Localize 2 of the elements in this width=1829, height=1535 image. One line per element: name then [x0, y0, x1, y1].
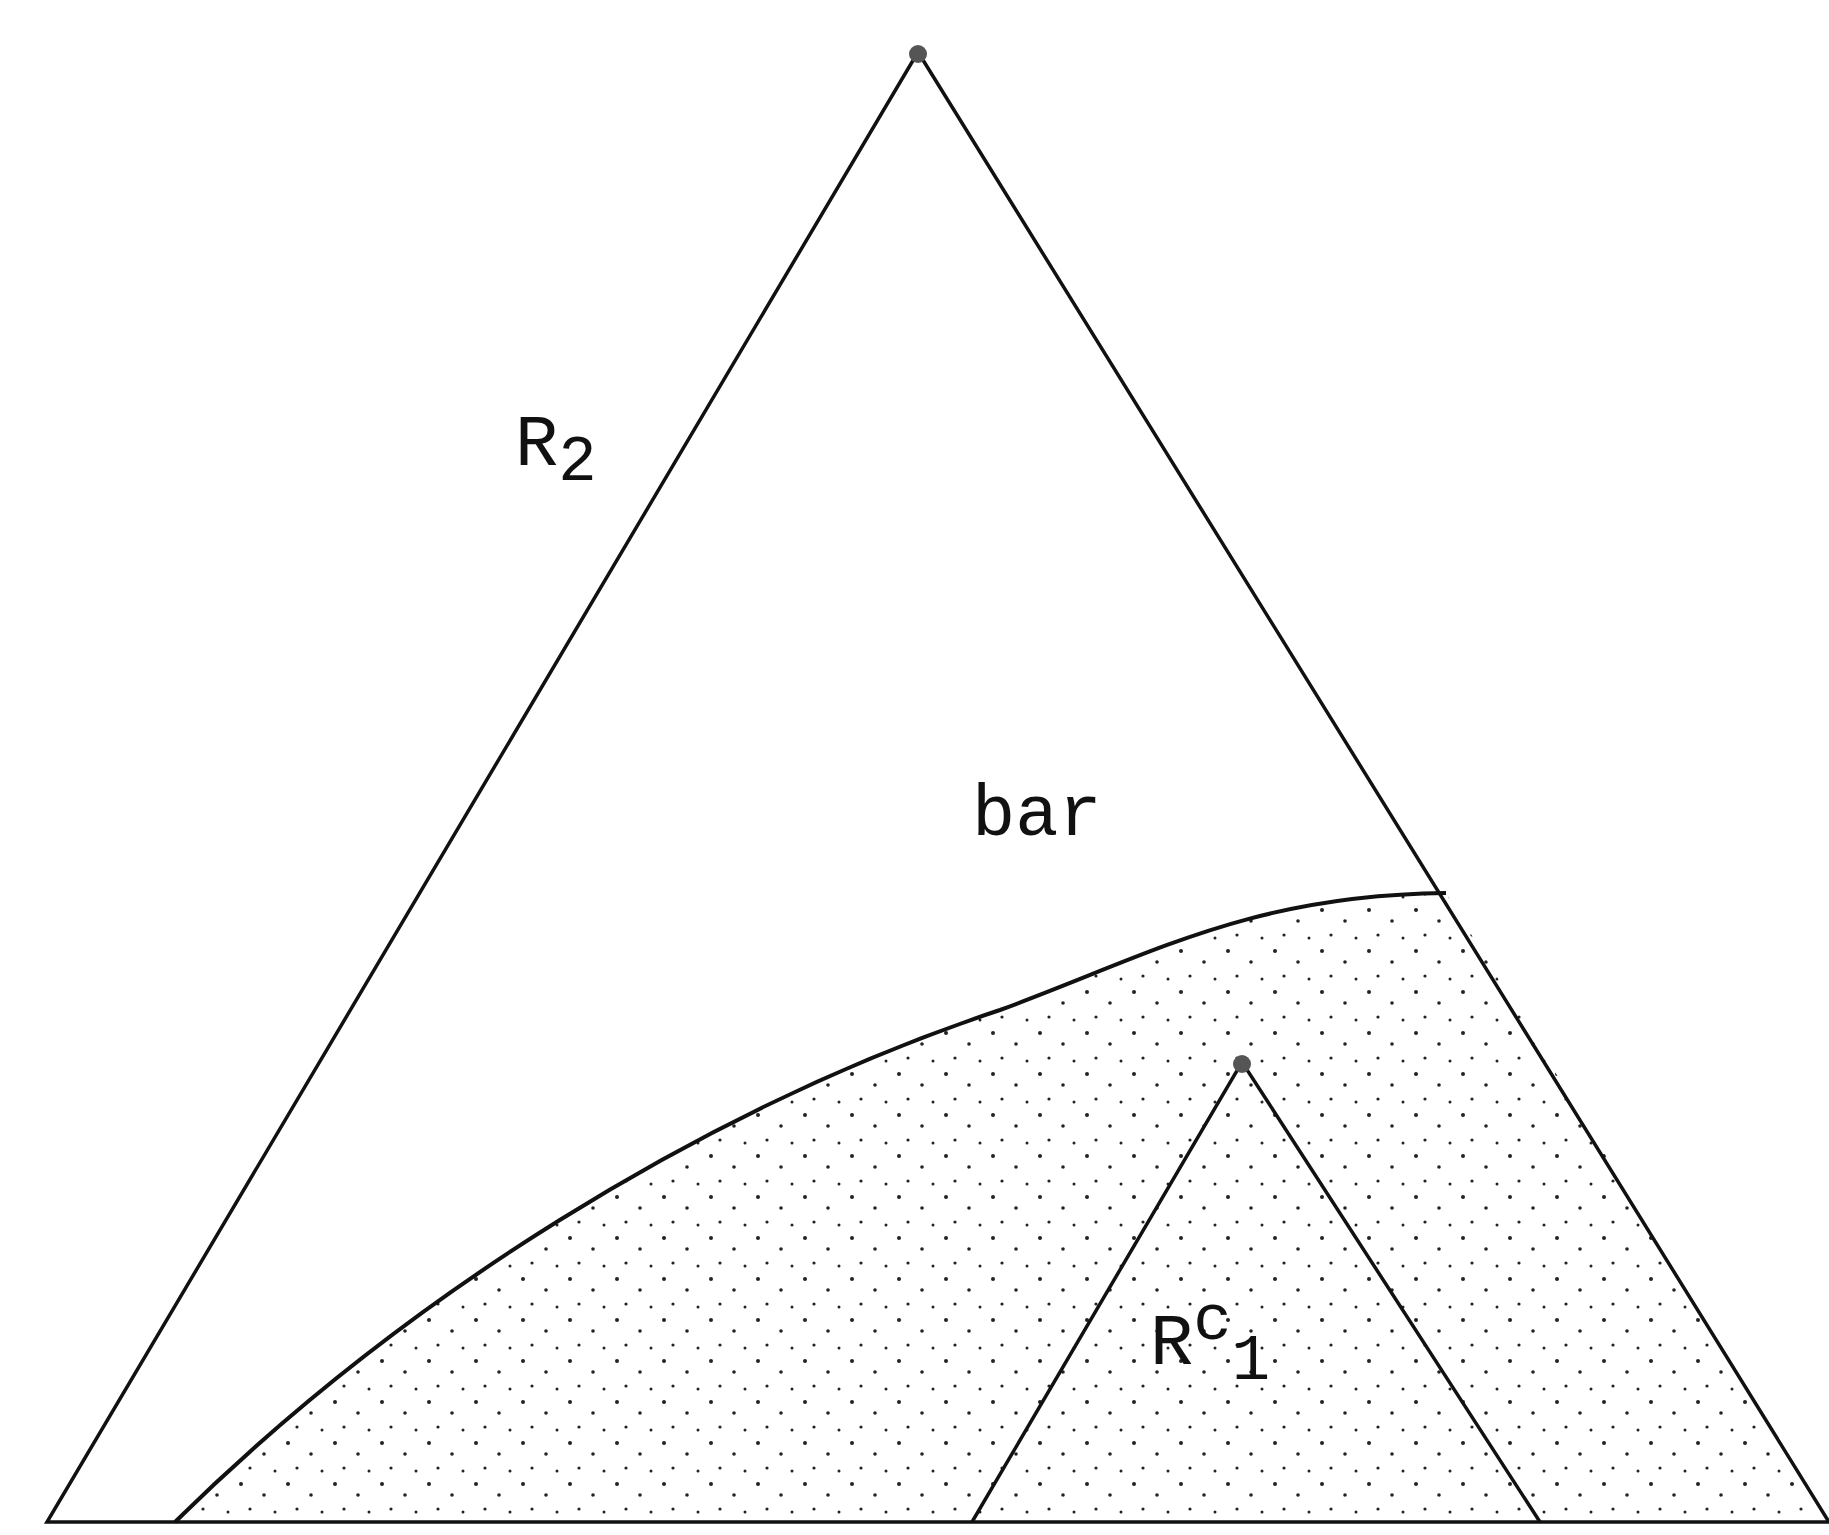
region-label: R$_{2}$ — [515, 410, 597, 496]
curve-label: bar — [972, 780, 1102, 852]
